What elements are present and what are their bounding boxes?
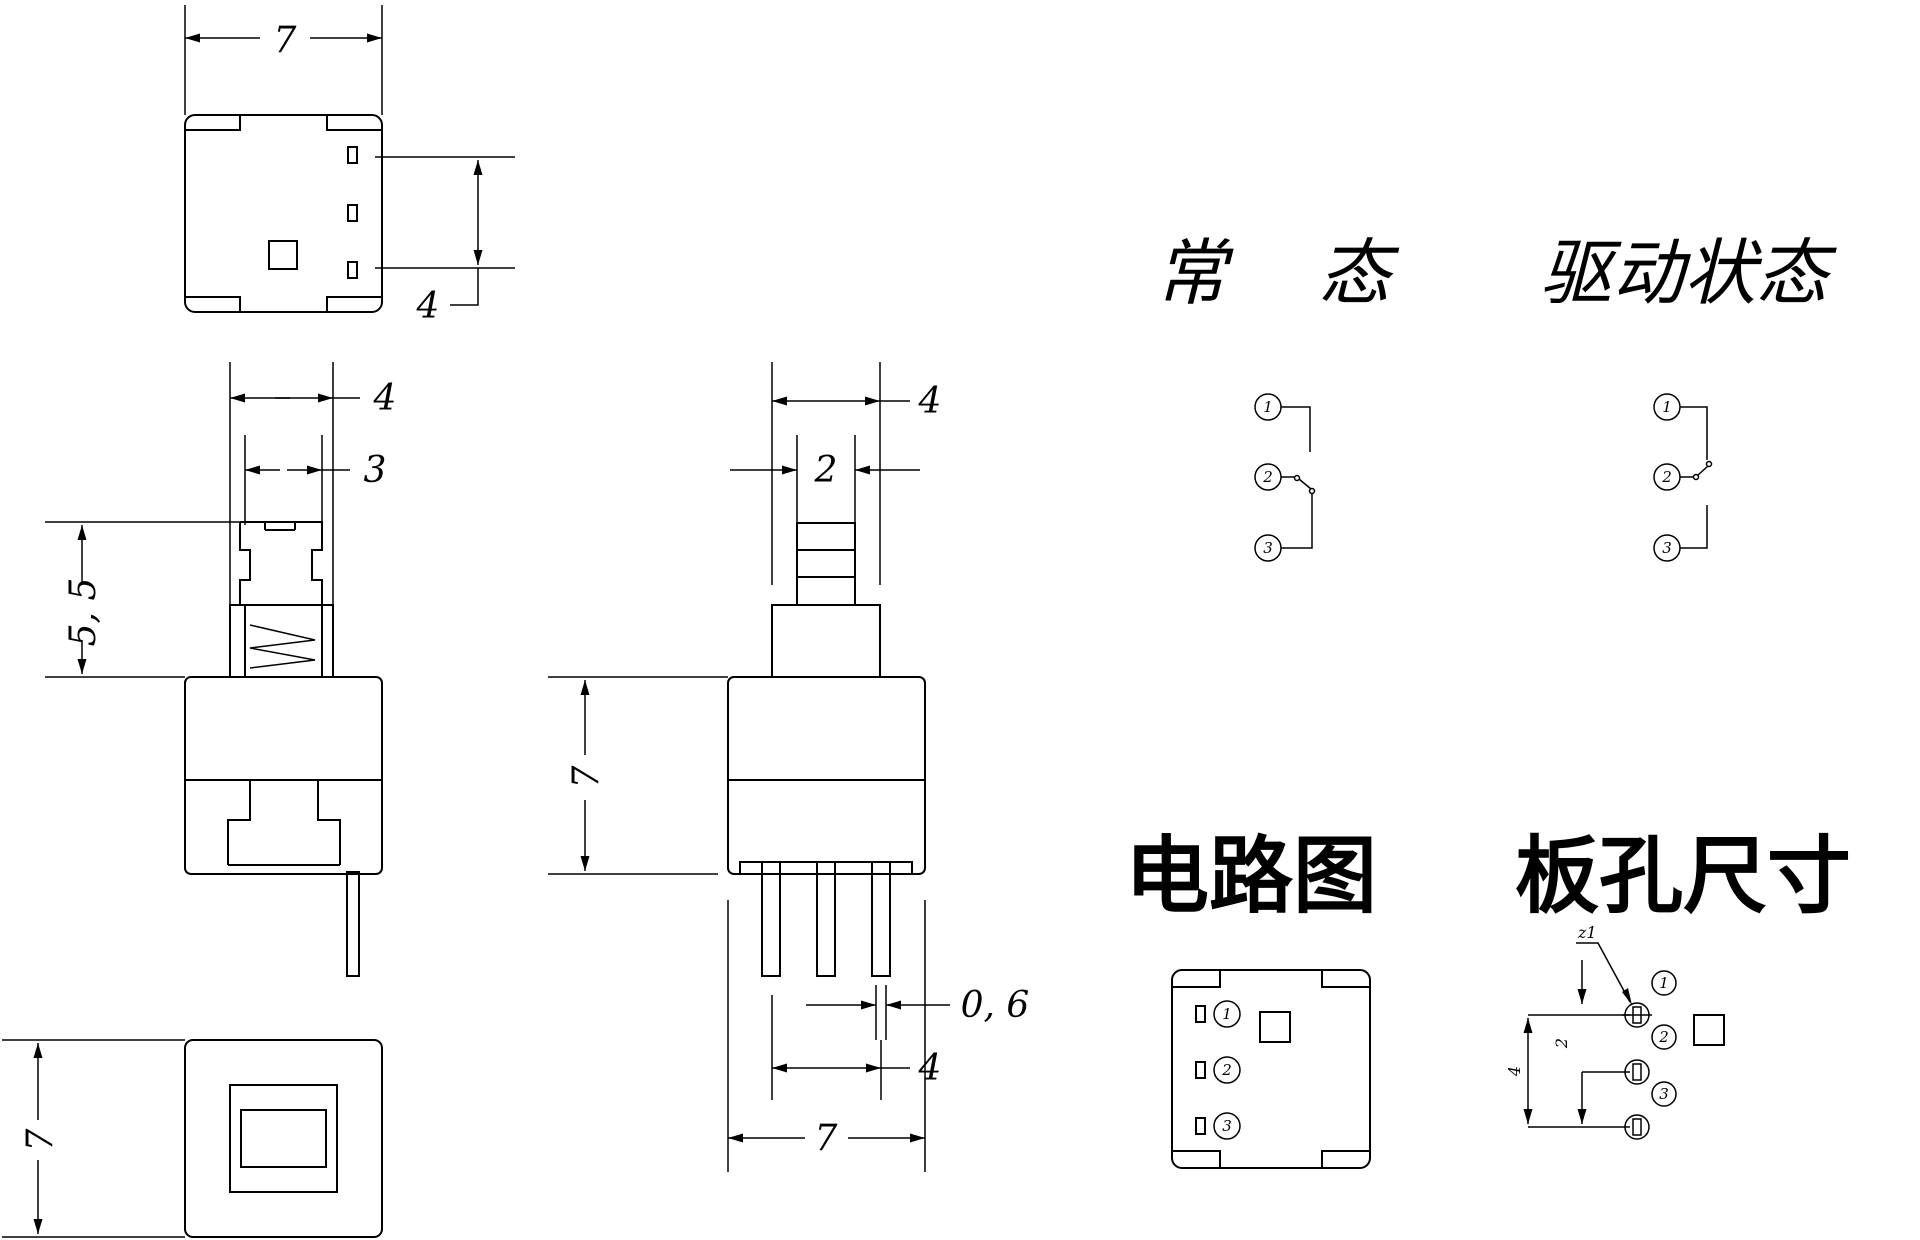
front-height-label: 5, 5 <box>63 578 104 647</box>
front-view: 4 3 5, 5 <box>45 362 397 977</box>
circuit-pin-2-label: 2 <box>1221 1061 1232 1079</box>
side-pin-pitch-label: 4 <box>918 1048 942 1089</box>
actuated-state-schematic: 1 2 3 <box>1653 393 1713 562</box>
side-view: 4 2 7 0, 6 4 7 <box>548 362 1029 1172</box>
circuit-diagram-title: 电路图 <box>1125 827 1377 925</box>
circuit-pin-1-label: 1 <box>1222 1005 1232 1023</box>
circuit-pin-3-label: 3 <box>1222 1117 1232 1135</box>
side-width-label: 7 <box>815 1118 838 1159</box>
hole-pin-3-label: 3 <box>1659 1085 1669 1103</box>
pin-3-label: 3 <box>1263 539 1273 557</box>
side-outer-label: 4 <box>918 381 942 422</box>
actuated-state-title: 驱动状态 <box>1540 231 1837 315</box>
side-inner-label: 2 <box>814 450 838 491</box>
circuit-diagram: 1 2 3 <box>1171 969 1371 1169</box>
bottom-height-label: 7 <box>20 1128 61 1151</box>
panel-hole-size: z1 4 2 1 2 3 <box>1505 923 1725 1140</box>
bottom-view: 7 <box>2 1039 383 1238</box>
hole-pitch-total-label: 4 <box>1505 1066 1524 1077</box>
side-body-height-label: 7 <box>566 765 607 788</box>
pin-2-label: 2 <box>1262 468 1273 486</box>
top-width-label: 7 <box>274 20 297 61</box>
hole-pin-1-label: 1 <box>1659 974 1669 992</box>
normal-state-title: 常 态 <box>1155 231 1400 315</box>
pin-3-label: 3 <box>1662 539 1672 557</box>
pin-1-label: 1 <box>1662 398 1672 416</box>
top-pitch-label: 4 <box>416 286 440 327</box>
pin-1-label: 1 <box>1263 398 1273 416</box>
side-pin-thickness-label: 0, 6 <box>961 985 1030 1026</box>
front-outer-label: 4 <box>373 378 397 419</box>
hole-pitch-half-label: 2 <box>1552 1038 1571 1049</box>
normal-state-schematic: 1 2 3 <box>1254 393 1316 562</box>
panel-hole-size-title: 板孔尺寸 <box>1515 827 1851 925</box>
hole-label: z1 <box>1577 923 1597 942</box>
pin-2-label: 2 <box>1661 468 1672 486</box>
front-inner-label: 3 <box>364 450 387 491</box>
top-view: 7 4 <box>184 5 515 327</box>
hole-pin-2-label: 2 <box>1658 1028 1669 1046</box>
